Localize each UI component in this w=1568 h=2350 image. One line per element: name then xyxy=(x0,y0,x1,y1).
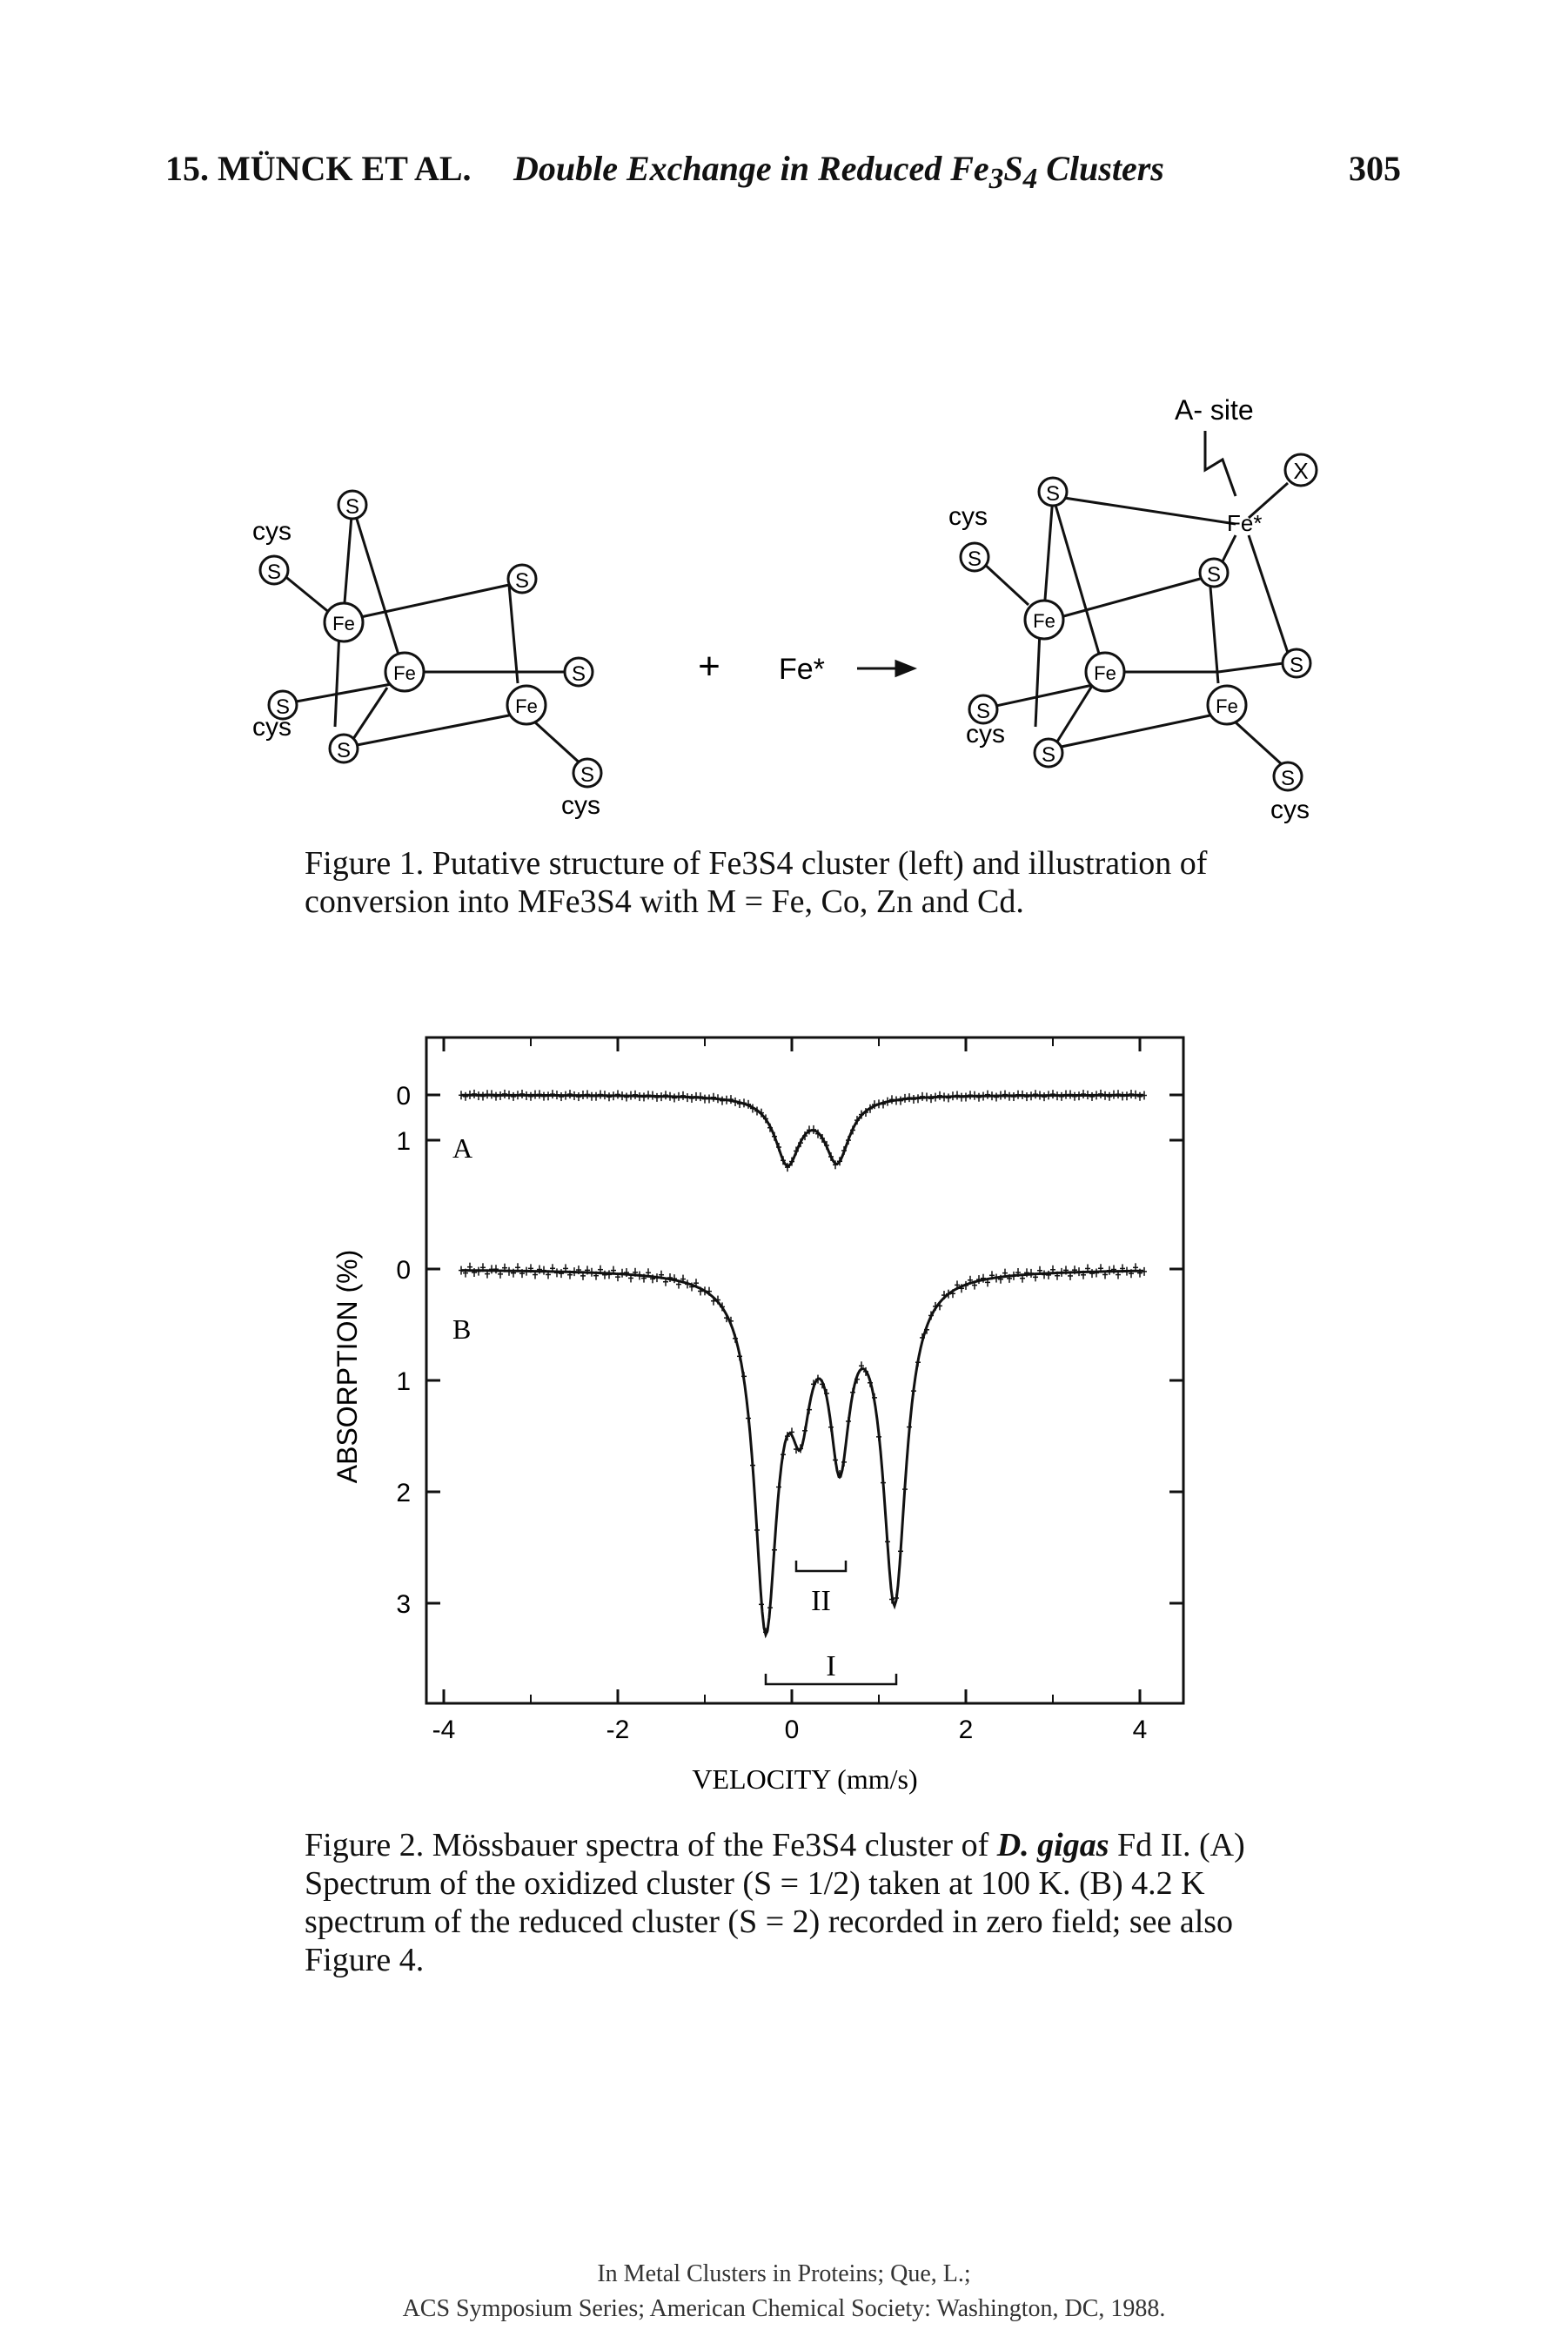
y-axis-label: ABSORPTION (%) xyxy=(332,1250,363,1483)
figure-1-caption: Figure 1. Putative structure of Fe3S4 cl… xyxy=(305,845,1208,920)
sulfur-atom: S xyxy=(258,554,290,586)
spectrum-A xyxy=(461,1093,1143,1168)
sulfur-atom: S xyxy=(328,733,359,764)
footer-line-2: ACS Symposium Series; American Chemical … xyxy=(402,2295,1166,2322)
sulfur-atom: S xyxy=(337,489,368,520)
svg-text:S: S xyxy=(976,700,990,723)
sulfur-atom: S xyxy=(563,656,594,688)
fe-star-site: Fe* xyxy=(1227,510,1262,536)
svg-text:S: S xyxy=(337,739,351,762)
y-ticks-a: 01 xyxy=(396,1082,1183,1156)
x-ligand: X xyxy=(1283,453,1318,487)
sulfur-atom: S xyxy=(1198,557,1230,588)
running-header: 15. MÜNCK ET AL. Double Exchange in Redu… xyxy=(165,148,1401,200)
svg-text:X: X xyxy=(1293,458,1308,484)
cys-label: cys xyxy=(966,720,1005,749)
bracket-I xyxy=(764,1674,898,1686)
iron-atom: Fe xyxy=(323,601,365,643)
spectrum-B xyxy=(461,1269,1143,1639)
svg-text:S: S xyxy=(1290,654,1303,677)
x-axis-label: VELOCITY (mm/s) xyxy=(692,1763,917,1795)
svg-text:S: S xyxy=(276,695,290,719)
figure-2-caption: Figure 2. Mössbauer spectra of the Fe3S4… xyxy=(305,1827,1245,1978)
svg-text:Fe: Fe xyxy=(515,695,538,717)
reaction-arrow xyxy=(857,659,918,678)
sulfur-atom: S xyxy=(959,541,990,573)
spectrum-curves xyxy=(459,1089,1147,1639)
sulfur-atom: S xyxy=(1281,648,1312,679)
svg-text:S: S xyxy=(580,763,594,787)
sulfur-atom: S xyxy=(968,694,999,725)
sulfur-atom: S xyxy=(506,563,538,594)
y-tick-label: 0 xyxy=(396,1256,411,1285)
sulfur-atom: S xyxy=(1033,737,1064,769)
bracket-II xyxy=(794,1561,848,1573)
svg-text:S: S xyxy=(1281,767,1295,790)
iron-atom: Fe xyxy=(506,684,547,726)
cys-label: cys xyxy=(561,791,600,820)
cys-label: cys xyxy=(948,502,988,531)
svg-text:S: S xyxy=(515,569,529,593)
sulfur-atom: S xyxy=(1037,476,1069,507)
sulfur-atom: S xyxy=(572,757,603,789)
svg-text:S: S xyxy=(572,662,586,686)
chapter-title: Double Exchange in Reduced Fe3S4 Cluster… xyxy=(513,149,1164,195)
cys-label: cys xyxy=(252,713,291,742)
x-tick-label: -2 xyxy=(606,1716,630,1744)
x-tick-label: 2 xyxy=(959,1716,974,1744)
left-cluster-atoms: S S S S S S S Fe Fe Fe cys cys cys xyxy=(252,489,603,820)
y-tick-label: 3 xyxy=(396,1590,411,1619)
iron-atom: Fe xyxy=(1206,684,1248,726)
plus-sign: + xyxy=(698,645,720,688)
figure-1-cluster-diagram: S S S S S S S Fe Fe Fe cys cys cys + Fe* xyxy=(252,394,1318,824)
x-tick-label: -4 xyxy=(432,1716,456,1744)
right-cluster-atoms: A- site X Fe* S S S S S S S Fe Fe Fe cys… xyxy=(948,394,1318,824)
left-cluster-bonds xyxy=(282,504,585,768)
bracket-label-II: II xyxy=(811,1585,831,1617)
right-cluster-bonds xyxy=(982,431,1290,768)
page-number: 305 xyxy=(1349,149,1401,188)
x-tick-label: 4 xyxy=(1133,1716,1148,1744)
series-label-b: B xyxy=(452,1313,471,1345)
svg-text:S: S xyxy=(1042,743,1055,767)
y-tick-label: 1 xyxy=(396,1367,411,1396)
chapter-label: 15. MÜNCK ET AL. xyxy=(165,149,472,188)
iron-atom: Fe xyxy=(384,651,426,693)
svg-text:S: S xyxy=(267,561,281,584)
footer-line-1: In Metal Clusters in Proteins; Que, L.; xyxy=(597,2260,971,2287)
a-site-label: A- site xyxy=(1175,394,1254,426)
svg-text:Fe: Fe xyxy=(1033,610,1055,632)
x-ticks: -4 -2 0 2 4 xyxy=(432,1037,1148,1744)
svg-text:S: S xyxy=(1046,482,1060,506)
svg-text:Fe: Fe xyxy=(332,613,355,634)
iron-atom: Fe xyxy=(1023,599,1065,641)
series-label-a: A xyxy=(452,1132,472,1164)
x-tick-label: 0 xyxy=(785,1716,800,1744)
svg-text:S: S xyxy=(345,495,359,519)
svg-text:Fe: Fe xyxy=(1216,695,1238,717)
fe-star-reagent: Fe* xyxy=(779,653,825,686)
sulfur-atom: S xyxy=(267,689,298,721)
annotations: III xyxy=(764,1561,898,1686)
plot-frame xyxy=(425,1036,1185,1705)
svg-text:S: S xyxy=(1207,563,1221,587)
y-tick-label: 2 xyxy=(396,1479,411,1507)
y-tick-label: 0 xyxy=(396,1082,411,1111)
sulfur-atom: S xyxy=(1272,761,1303,792)
y-ticks-b: 0 1 2 3 xyxy=(396,1256,1183,1619)
svg-text:Fe: Fe xyxy=(1094,662,1116,684)
bracket-label-I: I xyxy=(826,1650,835,1682)
cys-label: cys xyxy=(252,517,291,546)
svg-text:Fe: Fe xyxy=(393,662,416,684)
y-tick-label: 1 xyxy=(396,1127,411,1156)
cys-label: cys xyxy=(1270,796,1310,824)
iron-atom: Fe xyxy=(1084,651,1126,693)
svg-text:S: S xyxy=(968,547,982,571)
